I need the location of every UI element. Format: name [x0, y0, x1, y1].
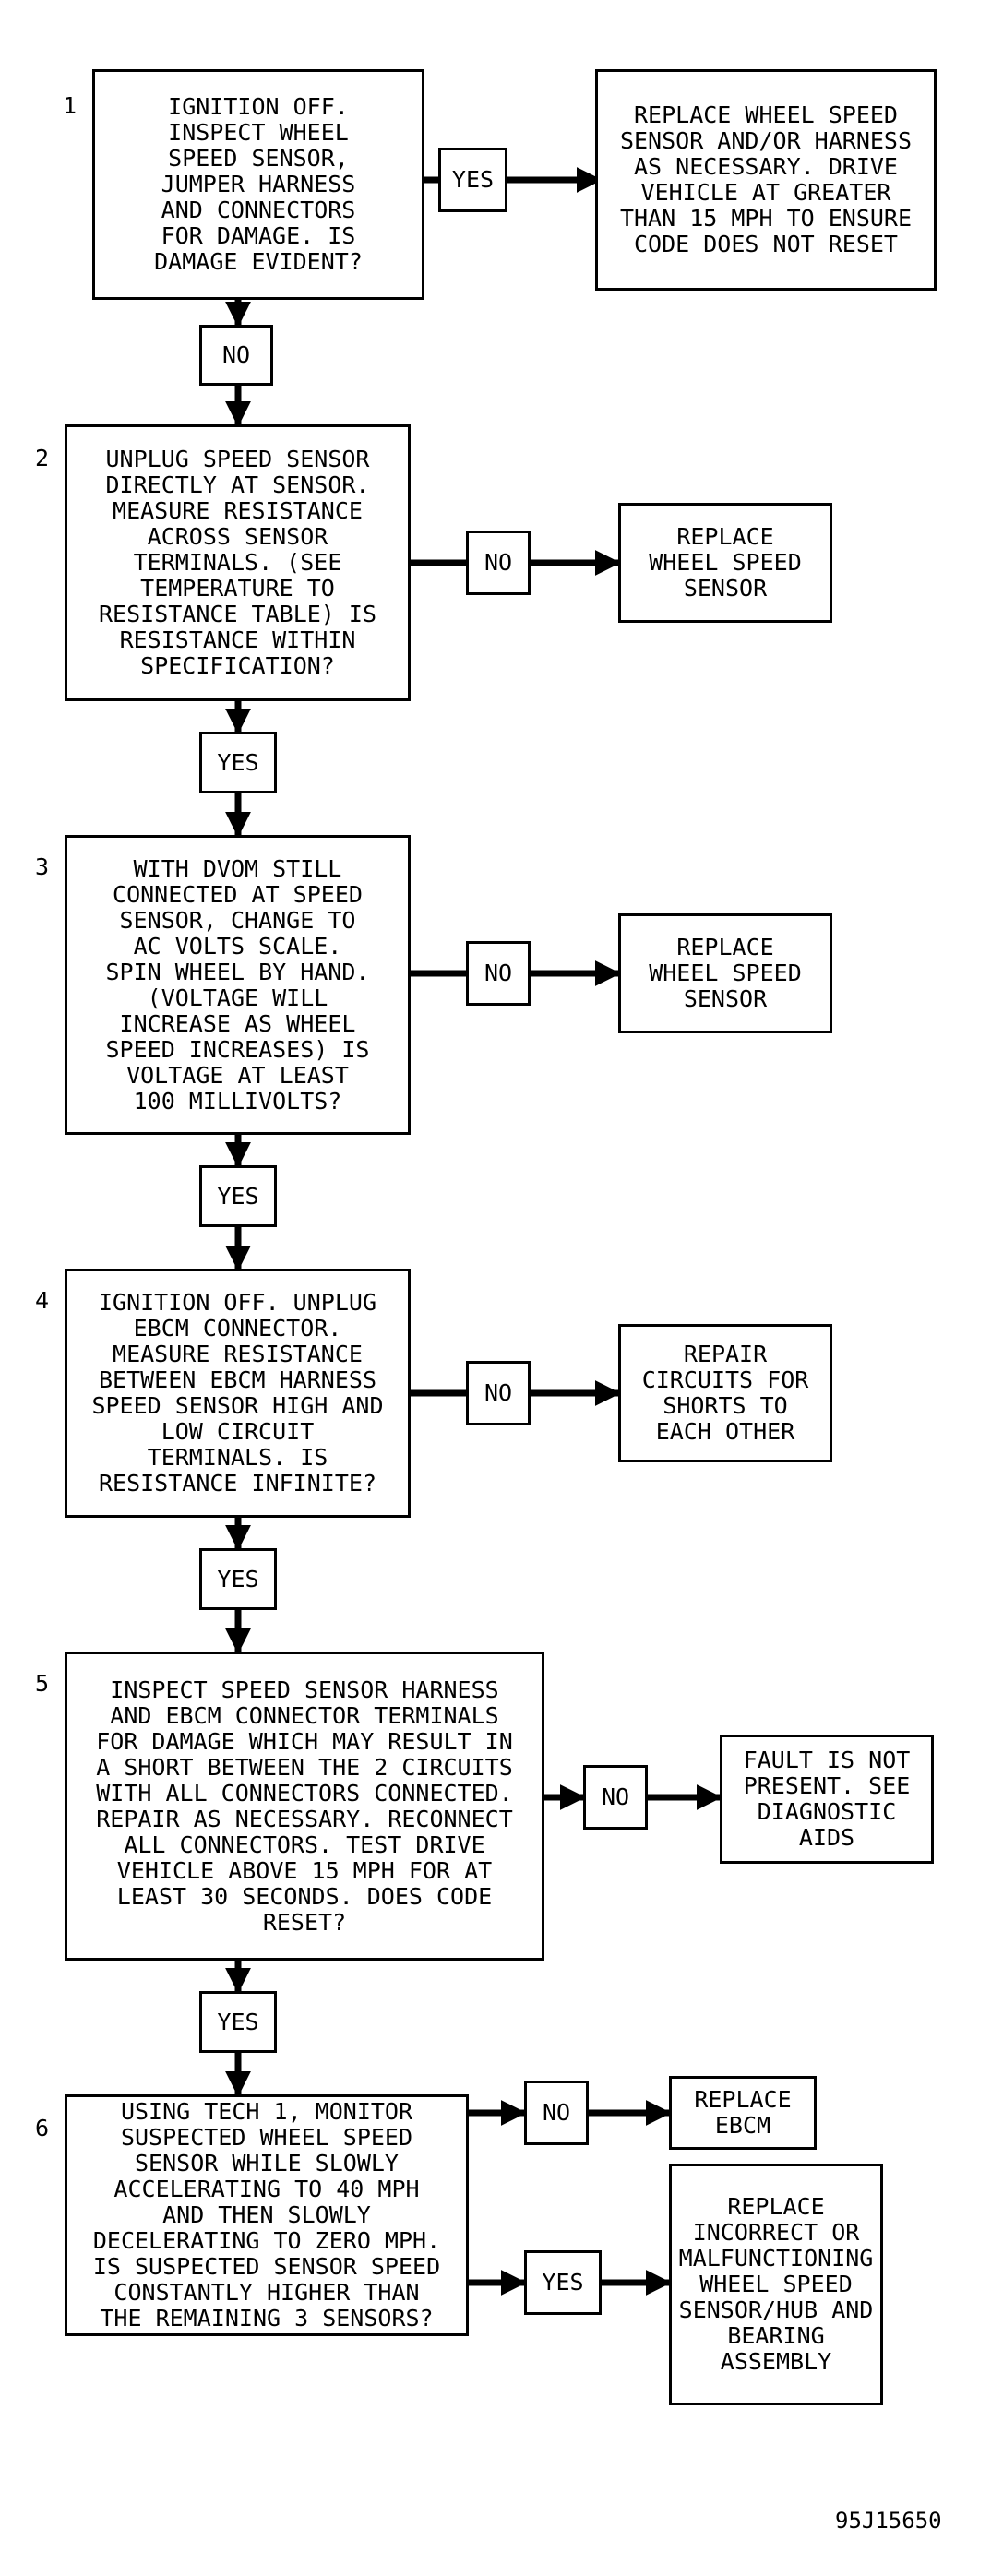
step-3-no-label: NO: [466, 941, 531, 1006]
step-4-no-label: NO: [466, 1361, 531, 1425]
figure-id: 95J15650: [835, 2508, 942, 2534]
step-2-no-label: NO: [466, 531, 531, 595]
step-1-question: IGNITION OFF. INSPECT WHEEL SPEED SENSOR…: [92, 69, 424, 300]
step-3-no-action: REPLACE WHEEL SPEED SENSOR: [618, 913, 832, 1033]
step-1-number: 1: [63, 92, 78, 119]
step-3-question: WITH DVOM STILL CONNECTED AT SPEED SENSO…: [65, 835, 411, 1135]
step-6-yes-action: REPLACE INCORRECT OR MALFUNCTIONING WHEE…: [669, 2164, 883, 2405]
step-6-question: USING TECH 1, MONITOR SUSPECTED WHEEL SP…: [65, 2094, 469, 2336]
step-2-question: UNPLUG SPEED SENSOR DIRECTLY AT SENSOR. …: [65, 424, 411, 701]
step-3-yes-label: YES: [199, 1165, 277, 1227]
step-5-no-label: NO: [583, 1765, 648, 1830]
step-4-yes-label: YES: [199, 1548, 277, 1610]
step-1-yes-action: REPLACE WHEEL SPEED SENSOR AND/OR HARNES…: [595, 69, 937, 291]
step-6-number: 6: [35, 2115, 50, 2141]
step-5-no-action: FAULT IS NOT PRESENT. SEE DIAGNOSTIC AID…: [720, 1735, 934, 1864]
step-2-yes-label: YES: [199, 732, 277, 793]
step-6-no-label: NO: [524, 2081, 589, 2145]
step-4-no-action: REPAIR CIRCUITS FOR SHORTS TO EACH OTHER: [618, 1324, 832, 1462]
step-6-no-action: REPLACE EBCM: [669, 2076, 817, 2150]
step-6-yes-label: YES: [524, 2250, 602, 2315]
step-3-number: 3: [35, 853, 50, 880]
step-4-number: 4: [35, 1287, 50, 1314]
step-1-yes-label: YES: [438, 148, 507, 212]
step-5-question: INSPECT SPEED SENSOR HARNESS AND EBCM CO…: [65, 1652, 544, 1961]
step-1-no-label: NO: [199, 325, 273, 386]
step-5-yes-label: YES: [199, 1991, 277, 2053]
step-4-question: IGNITION OFF. UNPLUG EBCM CONNECTOR. MEA…: [65, 1269, 411, 1518]
step-2-number: 2: [35, 445, 50, 471]
step-5-number: 5: [35, 1670, 50, 1697]
step-2-no-action: REPLACE WHEEL SPEED SENSOR: [618, 503, 832, 623]
